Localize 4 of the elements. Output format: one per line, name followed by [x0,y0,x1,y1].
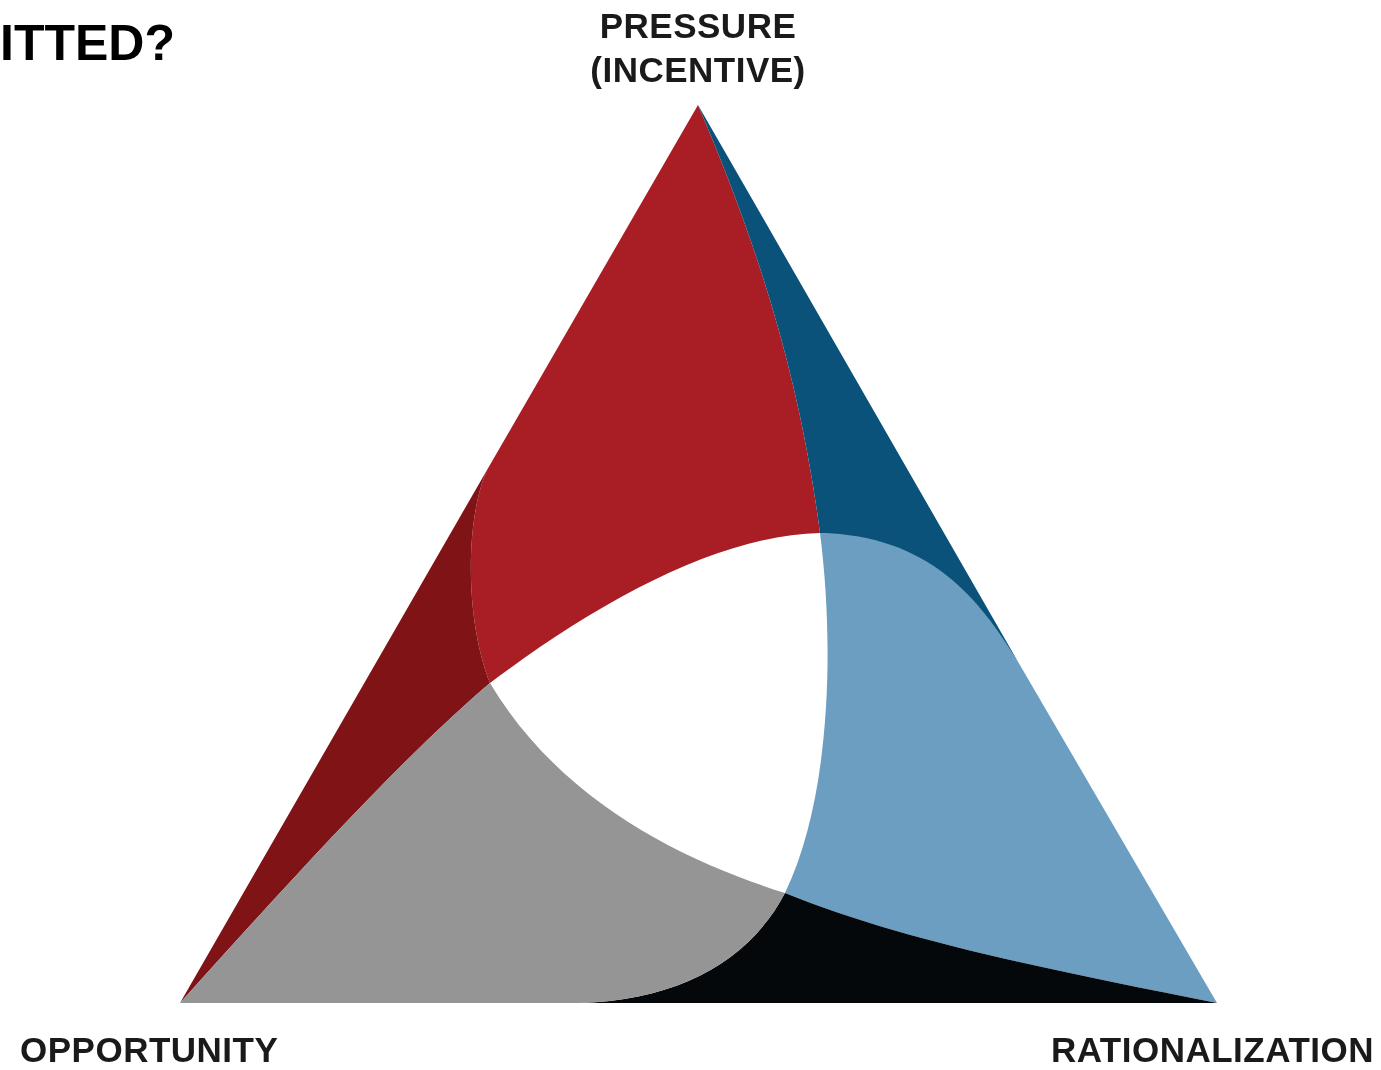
corner-label: PRESSURE (INCENTIVE) [589,5,807,91]
corner-label: RATIONALIZATION [1049,1029,1374,1070]
heading: ITTED? [0,14,175,72]
corner-label: OPPORTUNITY [20,1029,280,1070]
